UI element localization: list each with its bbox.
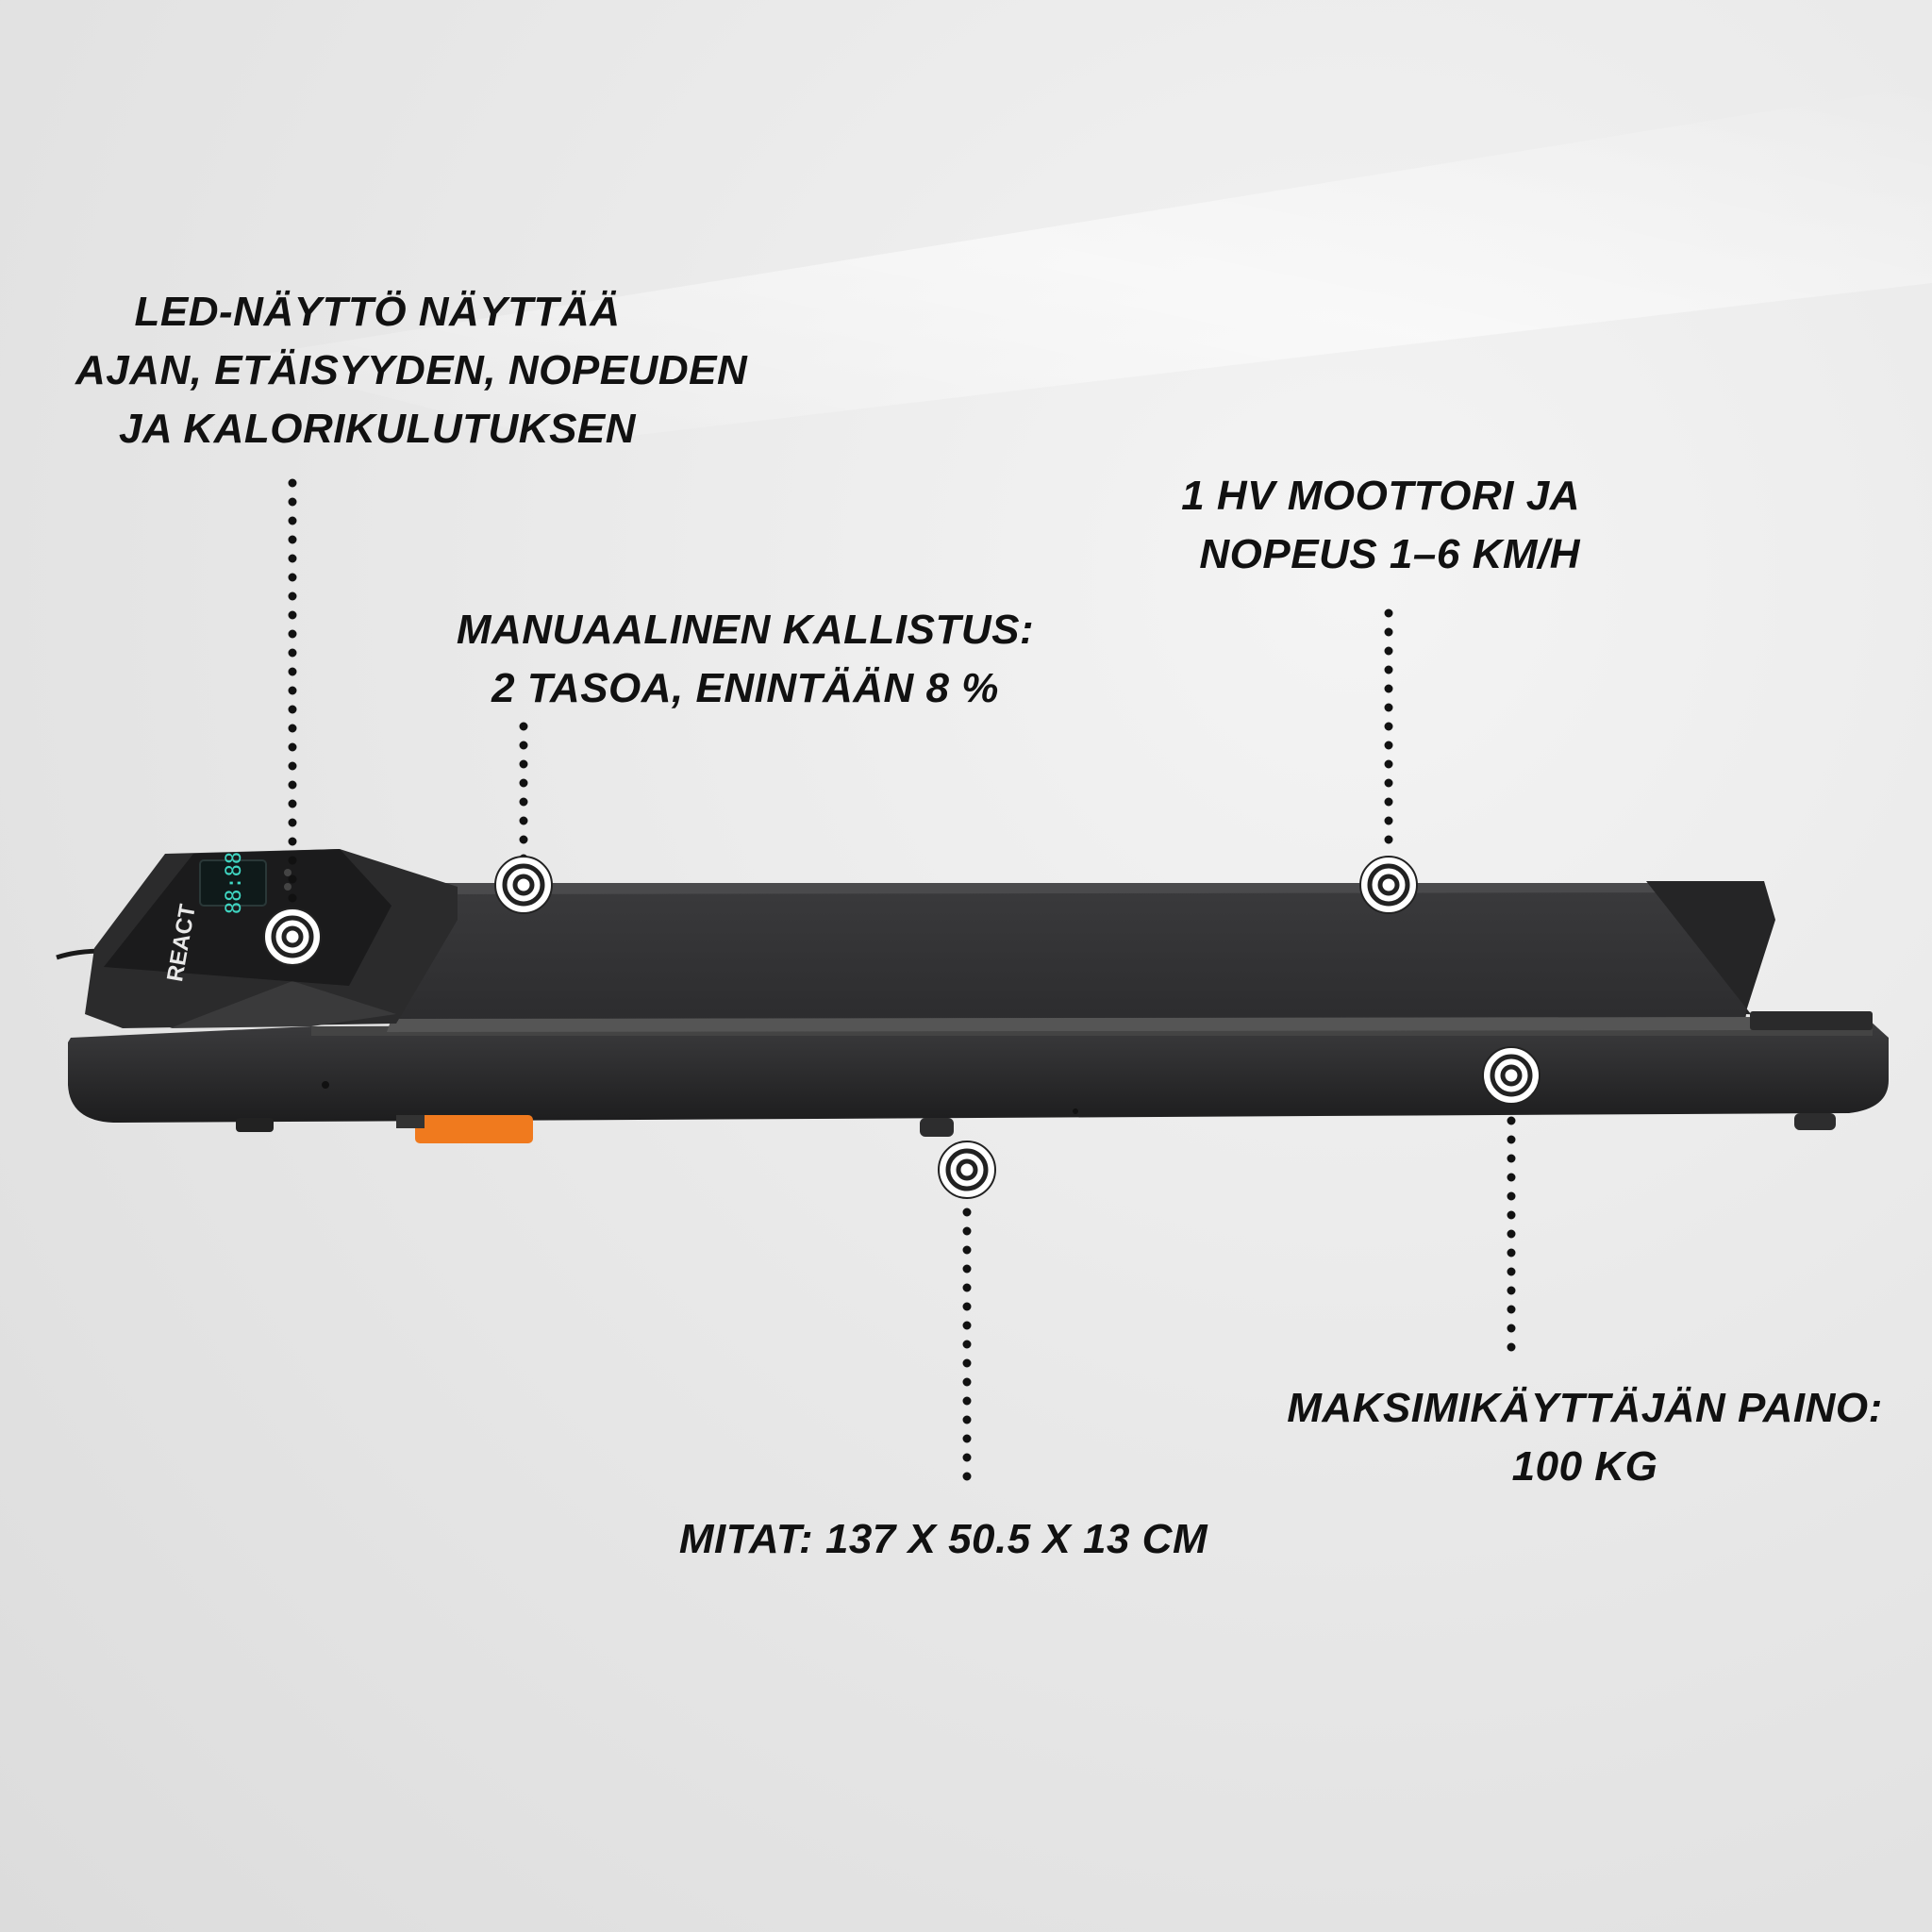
target-icon <box>1482 1046 1541 1105</box>
callout-display: LED-NÄYTTÖ NÄYTTÄÄ AJAN, ETÄISYYDEN, NOP… <box>75 283 748 458</box>
rear-end-cap <box>1646 881 1889 1038</box>
target-icon <box>1359 856 1418 914</box>
incline-lever[interactable] <box>415 1115 533 1143</box>
callout-incline-line-2: 2 TASOA, ENINTÄÄN 8 % <box>491 665 999 711</box>
callout-display-line-1: LED-NÄYTTÖ NÄYTTÄÄ <box>134 289 621 335</box>
running-belt <box>396 889 1764 1024</box>
callout-markers <box>263 856 1541 1199</box>
callout-dimensions-line-1: MITAT: 137 X 50.5 X 13 CM <box>678 1516 1208 1562</box>
callout-display-line-3: JA KALORIKULUTUKSEN <box>118 406 637 452</box>
led-display-digits: 88:88 <box>223 852 246 914</box>
callout-dimensions: MITAT: 137 X 50.5 X 13 CM <box>651 1510 1236 1569</box>
led-display <box>199 859 267 907</box>
callout-max-weight-line-1: MAKSIMIKÄYTTÄJÄN PAINO: <box>1287 1385 1883 1431</box>
callout-incline-line-1: MANUAALINEN KALLISTUS: <box>456 607 1035 653</box>
callout-display-line-2: AJAN, ETÄISYYDEN, NOPEUDEN <box>75 347 748 393</box>
treadmill-feet <box>236 1113 1836 1137</box>
target-icon <box>494 856 553 914</box>
callout-incline: MANUAALINEN KALLISTUS: 2 TASOA, ENINTÄÄN… <box>434 601 1057 718</box>
callout-max-weight: MAKSIMIKÄYTTÄJÄN PAINO: 100 KG <box>1264 1379 1906 1496</box>
leader-lines <box>288 478 1516 1495</box>
treadmill-image: 88:88 REACT <box>56 849 1889 1143</box>
control-console <box>104 849 391 986</box>
target-icon <box>263 908 322 966</box>
treadmill-frame <box>68 1024 1889 1123</box>
callout-motor-line-1: 1 HV MOOTTORI JA <box>1181 473 1580 519</box>
target-icon <box>938 1141 996 1199</box>
callout-motor-line-2: NOPEUS 1–6 KM/H <box>1199 531 1580 577</box>
background-light-streak <box>236 85 1932 443</box>
callout-max-weight-line-2: 100 KG <box>1511 1443 1658 1490</box>
callout-motor: 1 HV MOOTTORI JA NOPEUS 1–6 KM/H <box>1085 467 1580 584</box>
